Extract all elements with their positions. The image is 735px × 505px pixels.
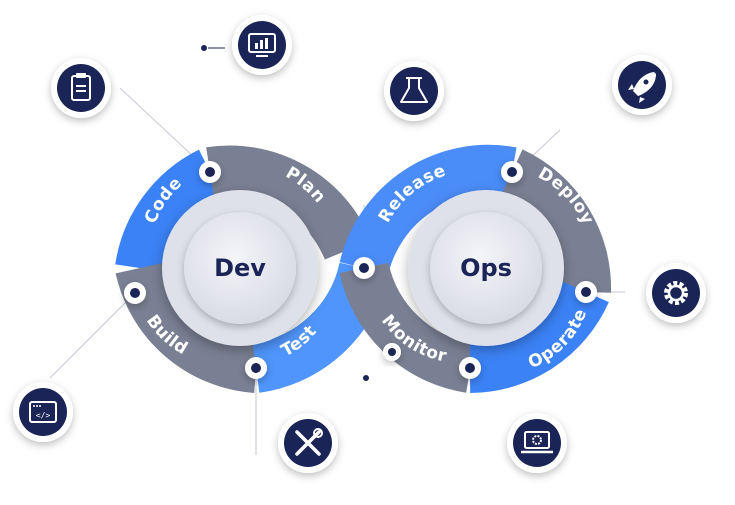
clipboard-icon: [51, 58, 111, 118]
dot-monitor-2: [383, 343, 401, 361]
small-dot-1: [201, 45, 207, 51]
segment-build: [115, 261, 259, 393]
rocket-icon: [612, 55, 672, 115]
gear-icon: [646, 263, 706, 323]
junction-dots: [124, 45, 597, 381]
code-window-icon: </>: [13, 382, 73, 442]
segment-monitor: [339, 262, 475, 393]
svg-text:</>: </>: [36, 411, 51, 420]
dot-plan: [199, 161, 221, 183]
segment-plan: [206, 145, 372, 261]
dev-label: Dev: [214, 254, 266, 282]
dot-operate: [575, 281, 597, 303]
dev-hub: Dev: [162, 190, 318, 346]
dot-build: [124, 282, 146, 304]
dot-test: [245, 357, 267, 379]
ops-label: Ops: [460, 254, 512, 282]
ops-hub: Ops: [408, 190, 564, 346]
segment-code: [115, 149, 222, 273]
flask-icon: [384, 61, 444, 121]
dot-center: [353, 257, 375, 279]
segment-operate: [469, 281, 609, 393]
infinity-ring: [115, 144, 612, 393]
monitor-chart-icon: [232, 15, 292, 75]
small-dot-2: [363, 375, 369, 381]
segment-release: [339, 144, 517, 275]
tools-icon: [278, 413, 338, 473]
segment-deploy: [500, 149, 612, 293]
dot-deploy: [501, 161, 523, 183]
dot-monitor: [459, 357, 481, 379]
laptop-gear-icon: [507, 413, 567, 473]
